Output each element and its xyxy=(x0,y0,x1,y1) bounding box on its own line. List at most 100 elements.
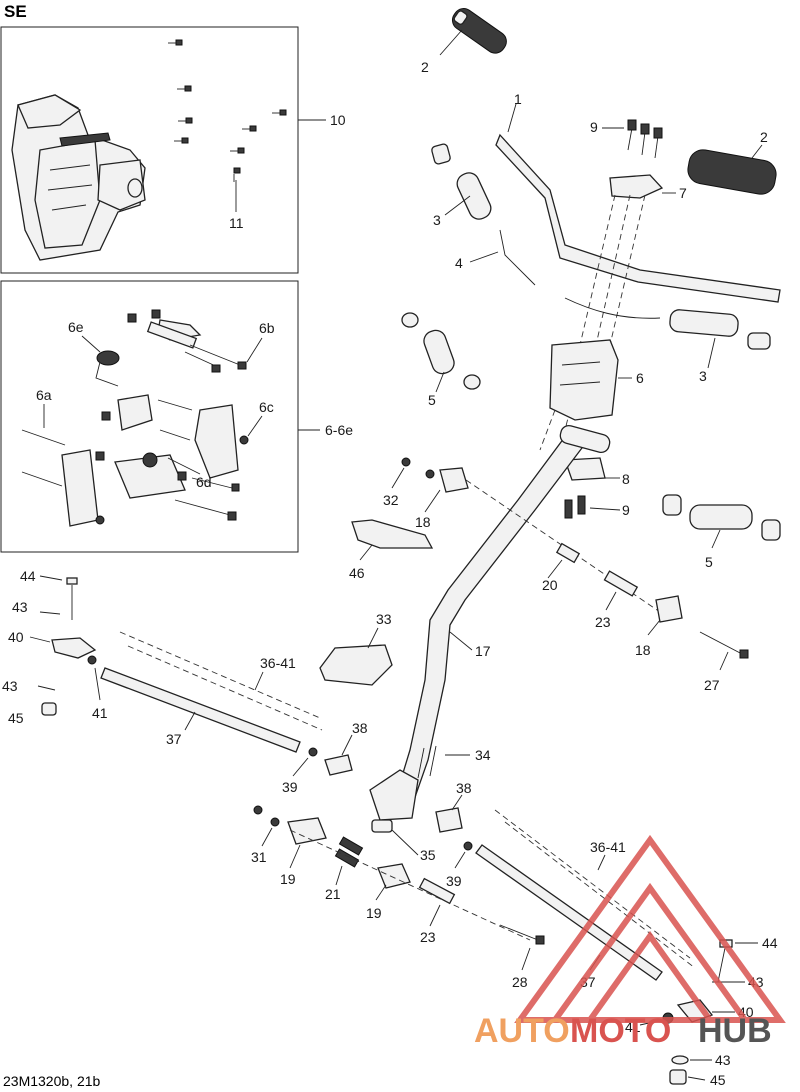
callout-40-left: 40 xyxy=(8,629,24,645)
rod-end-38-right xyxy=(435,807,463,833)
adjuster-23-upper xyxy=(603,570,639,597)
rod-end-18-lower xyxy=(655,595,683,623)
grip-end-cap-part xyxy=(431,143,451,165)
sleeve-tube-left xyxy=(423,329,455,375)
cap-45-right xyxy=(669,1069,687,1085)
callout-43-lower-left: 43 xyxy=(2,678,18,694)
rod-end-38-left xyxy=(324,754,353,776)
diagram-title: SE xyxy=(4,2,27,21)
callout-43-upper-left: 43 xyxy=(12,599,28,615)
callout-21: 21 xyxy=(325,886,341,902)
bolt-44-right xyxy=(717,947,726,983)
cover-33-part xyxy=(319,644,393,686)
cap-45-left xyxy=(41,702,57,716)
sleeve-right-part xyxy=(669,309,739,337)
callout-6b: 6b xyxy=(259,320,275,336)
callout-6a: 6a xyxy=(36,387,52,403)
rod-end-40-right xyxy=(676,999,714,1023)
callout-6e: 6e xyxy=(68,319,84,335)
callout-17: 17 xyxy=(475,643,491,659)
callout-18-upper: 18 xyxy=(415,514,431,530)
callout-44-left: 44 xyxy=(20,568,36,584)
bushing-35 xyxy=(371,819,393,833)
callout-37-left: 37 xyxy=(166,731,182,747)
watermark-logo xyxy=(514,834,786,1023)
callout-9-lower: 9 xyxy=(622,502,630,518)
top-clamp-bolts xyxy=(627,119,663,159)
throttle-cable-part xyxy=(499,229,536,286)
watermark-auto: AUTO xyxy=(474,1012,570,1050)
callout-19-lower: 19 xyxy=(366,905,382,921)
inset-box-cover xyxy=(0,26,299,274)
callout-27: 27 xyxy=(704,677,720,693)
callout-39-left: 39 xyxy=(282,779,298,795)
bushing-right-1 xyxy=(662,494,682,516)
callout-41-left: 41 xyxy=(92,705,108,721)
steering-column-part xyxy=(395,429,589,801)
handlebar-part xyxy=(495,133,781,303)
stem-clamp-part xyxy=(549,339,619,421)
callout-3-right: 3 xyxy=(699,368,707,384)
callout-6: 6 xyxy=(636,370,644,386)
callout-2-right: 2 xyxy=(760,129,768,145)
tie-rod-37-left xyxy=(100,667,301,753)
callout-39-right: 39 xyxy=(446,873,462,889)
callout-38-left: 38 xyxy=(352,720,368,736)
nut-32 xyxy=(401,457,411,467)
callout-45-left: 45 xyxy=(8,710,24,726)
bushing-right-2 xyxy=(761,519,781,541)
column-base-part xyxy=(369,769,419,821)
callout-43-lower-right: 43 xyxy=(715,1052,731,1068)
callout-6-6e: 6-6e xyxy=(325,422,353,438)
callout-31: 31 xyxy=(251,849,267,865)
callout-28: 28 xyxy=(512,974,528,990)
rod-end-19-lower xyxy=(377,863,411,889)
callout-3-upper: 3 xyxy=(433,212,441,228)
callout-36-41-right: 36-41 xyxy=(590,839,626,855)
callout-1: 1 xyxy=(514,91,522,107)
lower-clamp-bolt-2 xyxy=(577,495,586,515)
callout-35: 35 xyxy=(420,847,436,863)
callout-23-lower: 23 xyxy=(420,929,436,945)
callout-33: 33 xyxy=(376,611,392,627)
rod-end-19-upper xyxy=(287,817,327,845)
upper-clamp-part xyxy=(609,174,664,199)
end-cap-right-part xyxy=(747,332,771,350)
spacer-20 xyxy=(555,542,581,564)
callout-23-upper: 23 xyxy=(595,614,611,630)
callout-10: 10 xyxy=(330,112,346,128)
callout-9-top: 9 xyxy=(590,119,598,135)
cover-screws xyxy=(168,39,287,182)
adjuster-23-lower xyxy=(418,877,456,905)
callout-6d: 6d xyxy=(196,474,212,490)
grip-right-part xyxy=(687,149,777,195)
watermark-hub: HUB xyxy=(698,1012,772,1050)
callout-46: 46 xyxy=(349,565,365,581)
lower-clamp-bolt-1 xyxy=(564,499,573,519)
callout-5-right: 5 xyxy=(705,554,713,570)
callout-11: 11 xyxy=(229,215,244,231)
handlebar-cover-part xyxy=(11,94,146,261)
callout-45-right: 45 xyxy=(710,1072,726,1088)
callout-32: 32 xyxy=(383,492,399,508)
tie-rod-37-right xyxy=(475,844,663,981)
callout-34: 34 xyxy=(475,747,491,763)
rod-end-40-left xyxy=(51,637,97,659)
sleeve-bushing-left xyxy=(401,312,419,328)
callout-36-41-left: 36-41 xyxy=(260,655,296,671)
sleeve-tube-right xyxy=(689,504,753,530)
callout-18-lower: 18 xyxy=(635,642,651,658)
callout-7: 7 xyxy=(679,185,687,201)
callout-5-left: 5 xyxy=(428,392,436,408)
plate-part xyxy=(351,519,434,549)
watermark-moto: MOTO xyxy=(570,1012,671,1050)
callout-8: 8 xyxy=(622,471,630,487)
callout-20: 20 xyxy=(542,577,558,593)
callout-38-right: 38 xyxy=(456,780,472,796)
reference-code: 23M1320b, 21b xyxy=(3,1073,101,1089)
sleeve-bushing-left-2 xyxy=(463,374,481,390)
column-top-tube xyxy=(559,424,611,454)
rod-end-18-upper xyxy=(439,467,469,493)
grip-top-part xyxy=(451,8,507,54)
